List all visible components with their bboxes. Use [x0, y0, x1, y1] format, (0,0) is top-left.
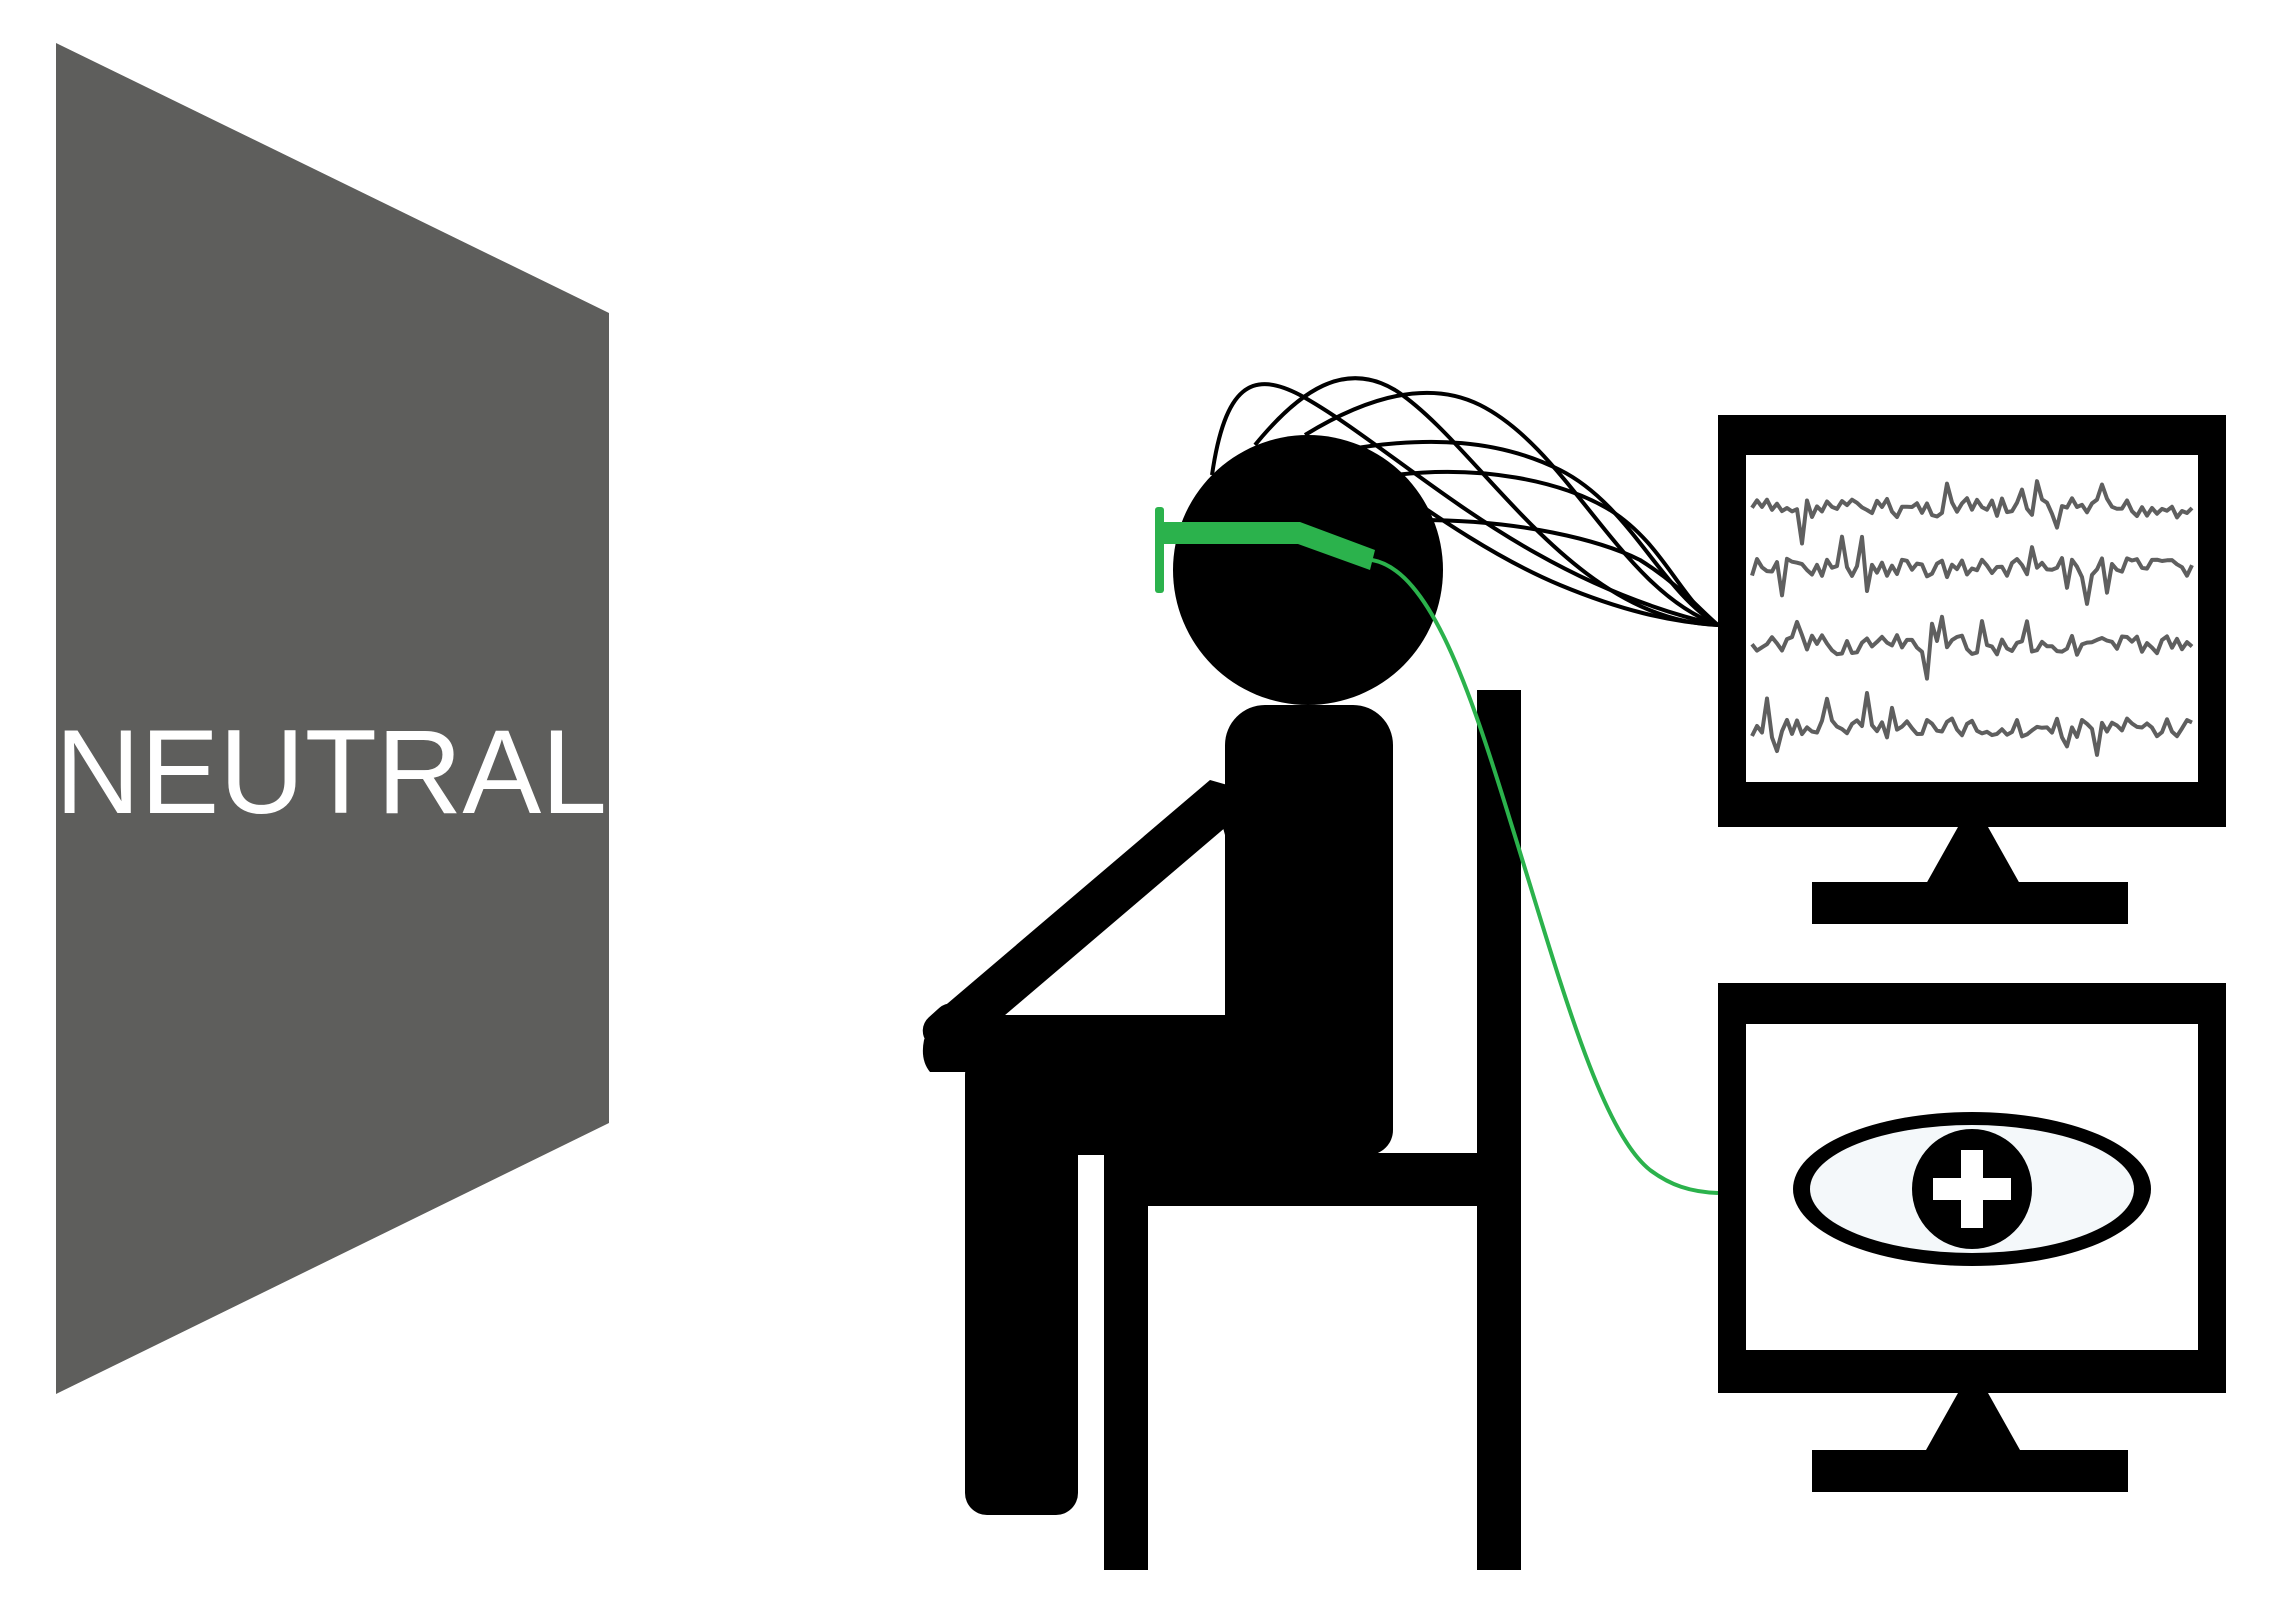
crosshair-horizontal	[1933, 1178, 2011, 1200]
eeg-channel-trace	[1750, 479, 2194, 546]
stimulus-label: NEUTRAL	[55, 705, 607, 839]
eye-tracker-nosepiece	[1155, 507, 1164, 593]
eeg-channel-trace	[1750, 534, 2194, 606]
chair-seat	[1104, 1153, 1521, 1206]
eeg-monitor	[1718, 415, 2226, 924]
eeg-cable	[1368, 468, 1719, 627]
eeg-cable	[1303, 390, 1719, 627]
chair-front-leg	[1104, 1153, 1148, 1570]
eye-monitor-stand	[1926, 1393, 2020, 1450]
arm-gap	[1085, 890, 1225, 1012]
chair	[1104, 690, 1521, 1570]
eeg-monitor-stand	[1926, 827, 2020, 884]
eeg-channel-trace	[1750, 691, 2193, 757]
eeg-traces	[1750, 479, 2194, 757]
eye-tracker-cable	[1371, 558, 1719, 1195]
participant-hand	[922, 1003, 986, 1067]
eeg-cable	[1419, 518, 1720, 627]
eeg-cable	[1253, 376, 1719, 627]
participant-lower-leg	[965, 1100, 1078, 1515]
eye-tracker	[1155, 507, 1719, 1195]
participant-elbow	[1210, 780, 1245, 835]
eeg-cable	[1394, 469, 1720, 627]
eye-tracker-frame	[1160, 522, 1375, 570]
eye-monitor-base	[1812, 1450, 2128, 1492]
leg-chair-gap	[1078, 1155, 1104, 1575]
eeg-cable	[1210, 382, 1719, 627]
participant-torso	[1225, 705, 1393, 1160]
stimulus-panel: NEUTRAL	[55, 43, 609, 1394]
chair-backrest	[1477, 690, 1521, 1570]
participant-figure	[922, 435, 1443, 1515]
eye-tracking-monitor	[1718, 983, 2226, 1492]
stimulus-panel-shape	[56, 43, 609, 1394]
participant-upper-arm	[934, 780, 1240, 1050]
eeg-channel-trace	[1750, 614, 2194, 681]
eeg-monitor-base	[1812, 882, 2128, 924]
eeg-cables	[1210, 376, 1720, 627]
participant-head	[1173, 435, 1443, 705]
eye-crosshair-icon	[1793, 1112, 2151, 1266]
